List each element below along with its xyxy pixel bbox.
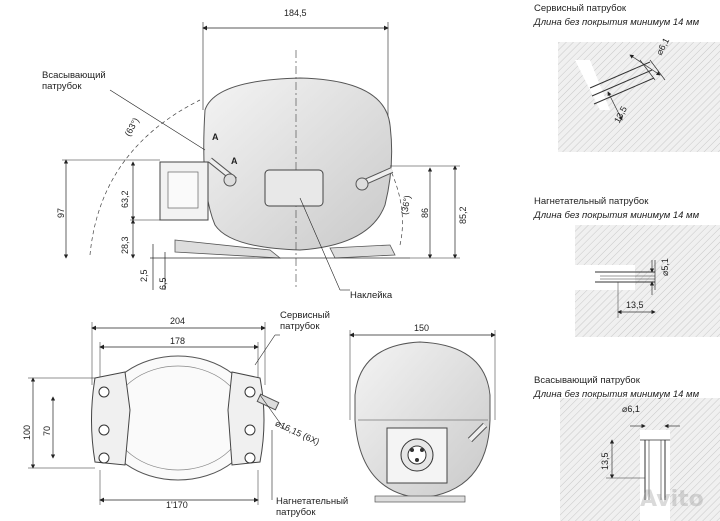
detail-3-subtitle: Длина без покрытия минимум 14 мм <box>534 389 700 400</box>
dim-86: 86 <box>420 207 430 218</box>
detail-1-title: Сервисный патрубок <box>534 3 627 14</box>
detail-2-subtitle: Длина без покрытия минимум 14 мм <box>534 210 700 221</box>
service-tube-label: Сервисный патрубок <box>280 310 330 332</box>
dim-100: 100 <box>22 424 32 440</box>
detail-3-length: 13,5 <box>600 452 610 470</box>
discharge-tube-detail <box>595 260 656 318</box>
dim-63-2: 63,2 <box>120 190 130 208</box>
front-view <box>62 22 460 291</box>
detail-3-diameter: ⌀6,1 <box>622 404 640 414</box>
dim-6-5: 6,5 <box>158 277 168 290</box>
bottom-view <box>28 322 286 505</box>
detail-3-diameter-value: 6,1 <box>627 404 640 414</box>
marker-a-top: A <box>212 132 219 142</box>
side-view <box>349 330 496 503</box>
width-dimension: 184,5 <box>284 8 307 18</box>
suction-tube-detail <box>606 423 680 500</box>
discharge-tube-label: Нагнетательный патрубок <box>276 496 349 518</box>
service-tube-detail <box>589 54 666 121</box>
dim-28-3: 28,3 <box>120 236 130 254</box>
detail-2-diameter: ⌀5,1 <box>660 258 670 276</box>
dim-85-2: 85,2 <box>458 206 468 224</box>
marker-a-bottom: A <box>231 156 238 166</box>
detail-1-subtitle: Длина без покрытия минимум 14 мм <box>534 17 700 28</box>
watermark-logo: Avito <box>640 487 704 512</box>
dim-170: 1'170 <box>166 500 188 510</box>
detail-2-length: 13,5 <box>626 300 644 310</box>
detail-3-title: Всасывающий патрубок <box>534 375 640 386</box>
sticker-label: Наклейка <box>350 290 393 301</box>
dim-204: 204 <box>170 316 186 326</box>
dim-70: 70 <box>42 425 52 436</box>
dim-150: 150 <box>414 323 430 333</box>
detail-2-title: Нагнетательный патрубок <box>534 196 649 207</box>
dim-178: 178 <box>170 336 186 346</box>
dim-2-5: 2,5 <box>139 269 149 282</box>
detail-2-diameter-value: 5,1 <box>660 258 670 271</box>
detail-panels <box>558 42 720 521</box>
dim-97: 97 <box>56 207 66 218</box>
suction-tube-label: Всасывающий патрубок <box>42 70 106 92</box>
